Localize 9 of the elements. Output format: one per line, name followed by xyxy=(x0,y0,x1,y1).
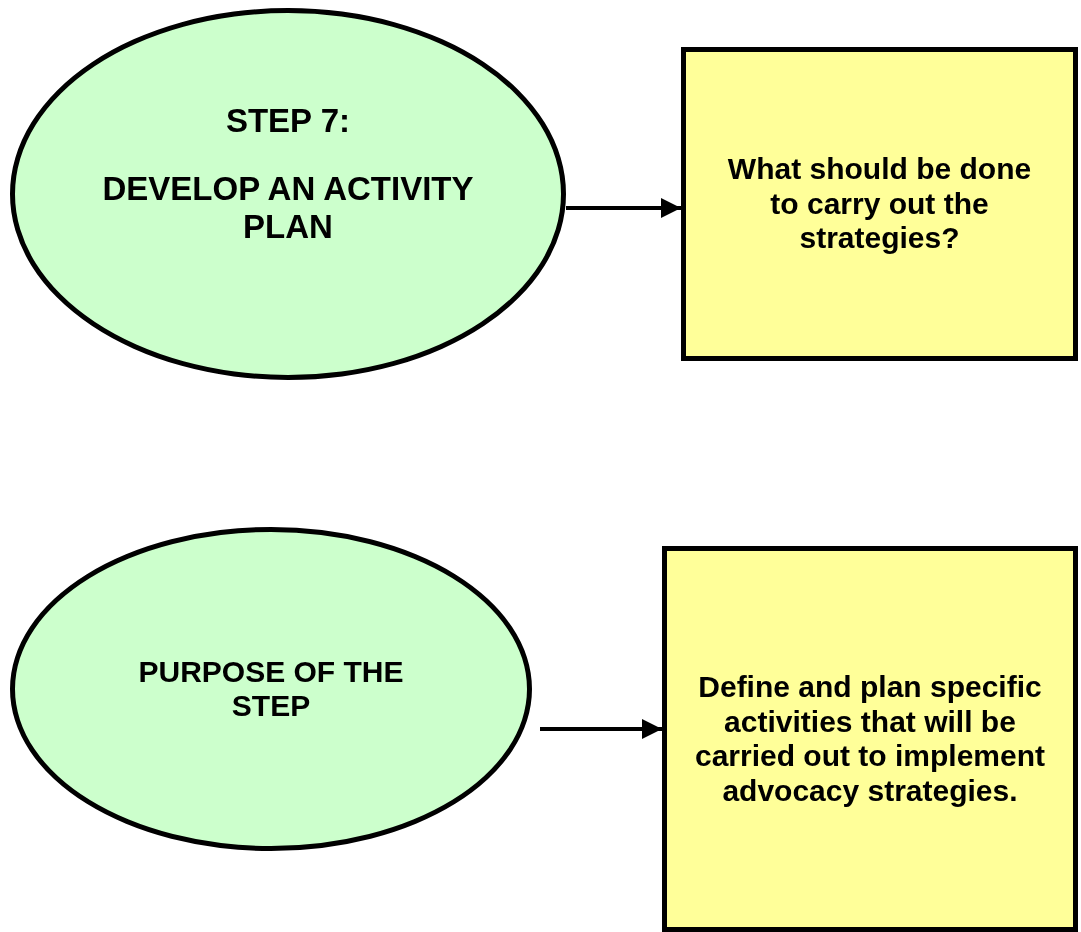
node-text: Define and plan specific activities that will be carried out to implement advocacy strategies. xyxy=(693,670,1047,808)
arrow xyxy=(540,719,662,739)
question-box xyxy=(662,546,1078,932)
question-box xyxy=(681,47,1078,361)
arrow xyxy=(566,198,681,218)
node-text: PURPOSE OF THE STEP xyxy=(137,654,405,724)
node-text: DEVELOP AN ACTIVITY PLAN xyxy=(101,170,475,246)
node-text: What should be done to carry out the strategies? xyxy=(726,152,1033,256)
node-text: STEP 7: xyxy=(225,102,351,141)
